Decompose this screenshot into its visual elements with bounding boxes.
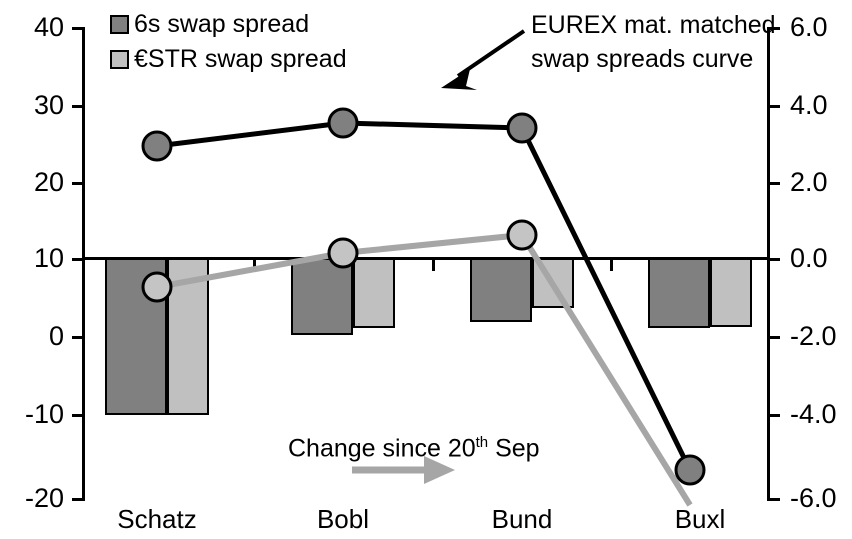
left-axis-tick-0 — [72, 336, 85, 339]
category-label-schatz: Schatz — [117, 504, 197, 534]
left-axis-label-20: 20 — [33, 167, 64, 197]
eurex-marker-bund — [506, 112, 538, 144]
left-axis-tick-10 — [72, 258, 85, 261]
change-since-ordinal: th — [475, 434, 489, 451]
legend-swatch-estr — [110, 50, 129, 69]
category-divider-tick-3 — [610, 260, 613, 271]
right-axis-tick-4 — [767, 105, 780, 108]
right-axis-tick-neg4 — [767, 414, 780, 417]
right-axis-line — [767, 27, 770, 501]
category-divider-tick-1 — [253, 260, 256, 271]
left-axis-tick-40 — [72, 27, 85, 30]
left-axis-tick-30 — [72, 105, 85, 108]
right-axis-tick-6 — [767, 27, 780, 30]
category-divider-tick-2 — [432, 260, 435, 271]
eurex-marker-bobl — [327, 107, 359, 139]
zero-reference-line — [82, 257, 770, 260]
left-axis-label-0: 0 — [48, 321, 64, 351]
legend-swatch-6s — [110, 15, 129, 34]
left-axis-label-30: 30 — [33, 90, 64, 120]
right-axis-label-6: 6.0 — [790, 12, 828, 42]
left-axis-label-neg10: -10 — [24, 399, 64, 429]
category-label-buxl: Buxl — [674, 504, 726, 534]
eurex-matched-line — [156, 120, 693, 472]
bar-schatz-6s — [105, 258, 167, 415]
estr-matched-line — [156, 232, 693, 507]
right-axis-tick-neg6 — [767, 498, 780, 501]
legend-item-estr: €STR swap spread — [110, 47, 347, 72]
curve-callout-line-1: EUREX mat. matched — [531, 11, 776, 39]
left-axis-tick-neg10 — [72, 414, 85, 417]
eurex-marker-buxl — [674, 454, 706, 486]
bar-buxl-estr — [710, 258, 752, 327]
estr-marker-bund — [506, 219, 538, 251]
category-label-bund: Bund — [491, 504, 553, 534]
change-since-suffix: Sep — [488, 434, 540, 463]
legend-label-estr: €STR swap spread — [134, 45, 347, 73]
right-axis-label-neg2: -2.0 — [790, 321, 837, 351]
left-axis-label-40: 40 — [33, 12, 64, 42]
bar-buxl-6s — [648, 258, 710, 328]
right-axis-label-0: 0.0 — [790, 243, 828, 273]
legend-item-6s: 6s swap spread — [110, 12, 309, 37]
right-axis-tick-0 — [767, 258, 780, 261]
right-axis-label-2: 2.0 — [790, 167, 828, 197]
eurex-marker-schatz — [141, 130, 173, 162]
change-since-note: Change since 20th Sep — [288, 430, 540, 461]
bar-bobl-estr — [353, 258, 395, 328]
curve-callout-line-2: swap spreads curve — [531, 45, 754, 73]
bar-schatz-estr — [167, 258, 209, 415]
left-axis-line — [82, 27, 85, 501]
right-axis-tick-2 — [767, 182, 780, 185]
left-axis-tick-20 — [72, 182, 85, 185]
bar-bund-estr — [532, 258, 574, 308]
legend-label-6s: 6s swap spread — [134, 10, 310, 38]
right-axis-label-neg6: -6.0 — [790, 483, 837, 513]
right-axis-label-neg4: -4.0 — [790, 399, 837, 429]
bar-bobl-6s — [291, 258, 353, 335]
left-axis-tick-neg20 — [72, 498, 85, 501]
left-axis-label-neg20: -20 — [24, 483, 64, 513]
callout-arrow-icon — [441, 29, 526, 90]
change-since-prefix: Change since 20 — [288, 434, 476, 463]
right-axis-tick-neg2 — [767, 336, 780, 339]
category-label-bobl: Bobl — [316, 504, 370, 534]
right-axis-label-4: 4.0 — [790, 90, 828, 120]
left-axis-label-10: 10 — [33, 243, 64, 273]
bar-bund-6s — [470, 258, 532, 322]
